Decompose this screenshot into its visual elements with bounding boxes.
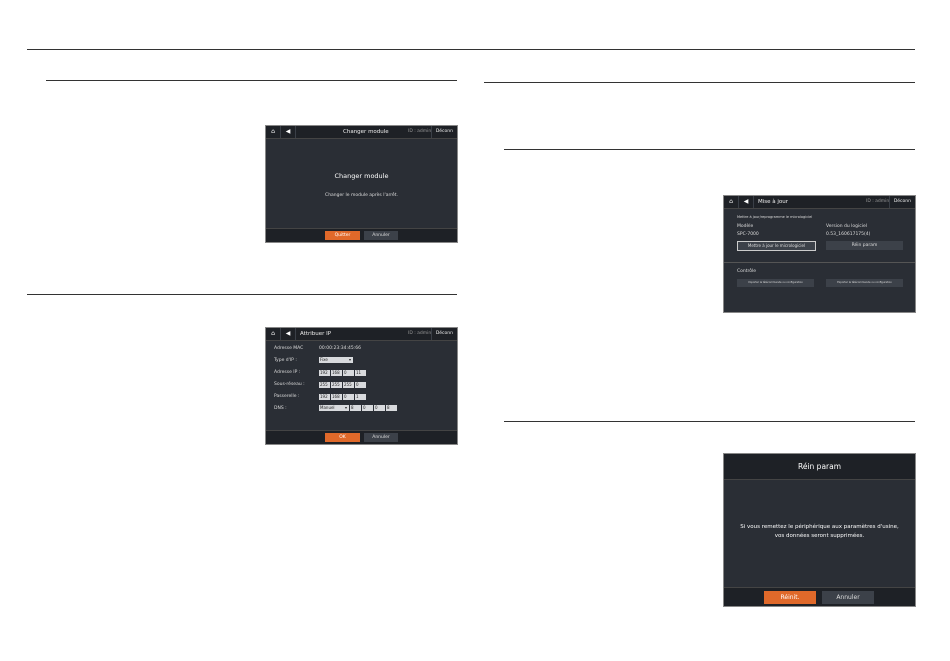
- ip-octet-1[interactable]: 192: [319, 370, 330, 376]
- gateway-label: Passerelle :: [274, 394, 300, 399]
- subnet-octet-4[interactable]: 0: [355, 382, 366, 388]
- ok-button[interactable]: OK: [325, 433, 360, 442]
- ip-octet-3[interactable]: 0: [343, 370, 354, 376]
- reset-screen: Réin param Si vous remettez le périphéri…: [723, 453, 916, 607]
- version-value: 0.53_160617175(4): [826, 232, 871, 237]
- user-id: ID : admin: [408, 129, 432, 134]
- home-icon[interactable]: ⌂: [266, 328, 281, 340]
- reset-title-bar: Réin param: [724, 454, 915, 480]
- dns-label: DNS :: [274, 406, 287, 411]
- control-label: Contrôle: [737, 269, 757, 274]
- reset-message-line1: Si vous remettez le périphérique aux par…: [740, 524, 899, 530]
- right-section-rule-1: [484, 82, 915, 83]
- mac-label: Adresse MAC: [274, 346, 304, 351]
- ip-address-label: Adresse IP :: [274, 370, 301, 375]
- subnet-octet-1[interactable]: 255: [319, 382, 330, 388]
- cancel-button[interactable]: Annuler: [822, 591, 874, 604]
- title-bar: ⌂ ◀ Changer module ID : admin Déconn: [266, 126, 457, 139]
- right-section-rule-3: [504, 421, 915, 422]
- user-id: ID : admin: [866, 199, 890, 204]
- reset-footer: Réinit. Annuler: [724, 587, 915, 606]
- firmware-section-title: Mettre à jour/reprogramme le micrologici…: [737, 215, 813, 219]
- dns-octet-1[interactable]: 8: [350, 405, 361, 411]
- dialog-footer: Quitter Annuler: [266, 228, 457, 242]
- back-icon[interactable]: ◀: [281, 328, 296, 340]
- import-config-button[interactable]: Importer la télécommande ou configuratio…: [737, 279, 814, 287]
- gateway-octet-4[interactable]: 1: [355, 394, 366, 400]
- logout-button[interactable]: Déconn: [888, 196, 915, 208]
- home-icon[interactable]: ⌂: [266, 126, 281, 138]
- ip-type-select[interactable]: Fixe ▾: [319, 357, 353, 363]
- logout-button[interactable]: Déconn: [430, 126, 457, 138]
- export-config-button[interactable]: Exporter la télécommande ou configuratio…: [826, 279, 903, 287]
- gateway-octet-1[interactable]: 192: [319, 394, 330, 400]
- version-label: Version du logiciel: [826, 224, 867, 229]
- model-value: SPC-7000: [737, 232, 759, 237]
- screen-title: Attribuer IP: [300, 331, 332, 337]
- subnet-octet-3[interactable]: 255: [343, 382, 354, 388]
- right-section-rule-2: [504, 149, 915, 150]
- left-section-rule-1: [46, 80, 457, 81]
- reset-confirm-button[interactable]: Réinit.: [764, 591, 816, 604]
- change-module-screen: ⌂ ◀ Changer module ID : admin Déconn Cha…: [265, 125, 458, 243]
- back-icon[interactable]: ◀: [281, 126, 296, 138]
- home-icon[interactable]: ⌂: [724, 196, 739, 208]
- reset-settings-button[interactable]: Réin param: [826, 241, 903, 250]
- reset-title: Réin param: [797, 462, 842, 471]
- reset-message-line2: vos données seront supprimées.: [774, 533, 865, 539]
- back-icon[interactable]: ◀: [739, 196, 754, 208]
- ip-octet-4[interactable]: 11: [355, 370, 366, 376]
- cancel-button[interactable]: Annuler: [364, 433, 398, 442]
- chevron-down-icon: ▾: [348, 357, 351, 362]
- left-section-rule-2: [27, 294, 457, 295]
- top-rule: [27, 49, 915, 50]
- chevron-down-icon: ▾: [344, 405, 347, 410]
- screen-title: Changer module: [343, 129, 389, 135]
- logout-button[interactable]: Déconn: [430, 328, 457, 340]
- dns-octet-3[interactable]: 0: [374, 405, 385, 411]
- model-label: Modèle: [737, 224, 754, 229]
- section-divider: [724, 262, 915, 263]
- dialog-footer: OK Annuler: [266, 430, 457, 444]
- mac-value: 00:00:23:34:45:66: [319, 346, 361, 351]
- dns-octet-4[interactable]: 8: [386, 405, 397, 411]
- ip-octet-2[interactable]: 168: [331, 370, 342, 376]
- dialog-heading: Changer module: [334, 172, 389, 180]
- title-bar: ⌂ ◀ Mise à jour ID : admin Déconn: [724, 196, 915, 209]
- cancel-button[interactable]: Annuler: [364, 231, 398, 240]
- screen-title: Mise à jour: [758, 199, 789, 205]
- ip-type-label: Type d'IP :: [274, 358, 297, 363]
- user-id: ID : admin: [408, 331, 432, 336]
- update-firmware-button[interactable]: Mettre à jour le micrologiciel: [737, 241, 816, 251]
- gateway-octet-3[interactable]: 0: [343, 394, 354, 400]
- gateway-octet-2[interactable]: 168: [331, 394, 342, 400]
- assign-ip-screen: ⌂ ◀ Attribuer IP ID : admin Déconn Adres…: [265, 327, 458, 445]
- subnet-octet-2[interactable]: 255: [331, 382, 342, 388]
- dns-octet-2[interactable]: 0: [362, 405, 373, 411]
- quit-button[interactable]: Quitter: [325, 231, 360, 240]
- dialog-message: Changer le module après l'arrêt.: [325, 193, 398, 198]
- update-screen: ⌂ ◀ Mise à jour ID : admin Déconn Mettre…: [723, 195, 916, 313]
- title-bar: ⌂ ◀ Attribuer IP ID : admin Déconn: [266, 328, 457, 341]
- subnet-label: Sous-réseau :: [274, 382, 305, 387]
- dns-mode-select[interactable]: Manuel ▾: [319, 405, 349, 411]
